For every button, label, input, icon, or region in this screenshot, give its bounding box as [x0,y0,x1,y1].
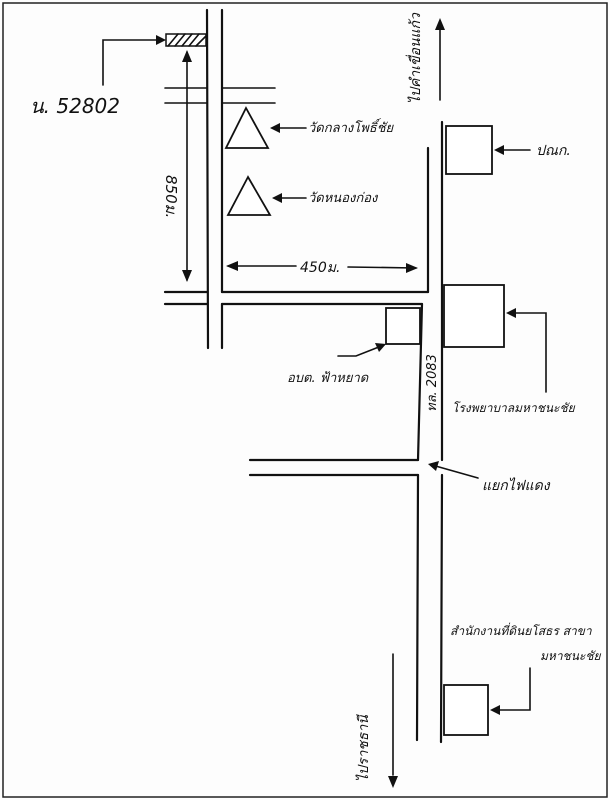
hospital-building [443,284,505,348]
temple-2-label: วัดหนองก่อง [308,191,379,206]
top-cross-road [164,87,276,104]
temple-1-triangle [224,106,270,149]
highway-2083 [415,120,444,744]
temple-2-arrow [272,193,307,203]
temple-1-label: วัดกลางโพธิ์ชัย [308,118,395,136]
north-arrow [435,18,445,101]
hospital-label: โรงพยาบาลมหาชนะชัย [452,401,576,415]
land-office-label: สำนักงานที่ดินยโสธร สาขา [450,622,593,638]
post-office-label: ปณก. [536,143,571,159]
left-vertical-road [205,8,224,350]
dimension-850m-label: 850ม. [162,175,180,218]
traffic-light-label: แยกไฟแดง [482,477,551,494]
land-office-label-2: มหาชนะชัย [540,649,601,663]
traffic-light-arrow [428,461,479,479]
horizontal-connector-road [163,290,430,306]
crossroad-traffic-light [248,458,420,477]
land-office-arrow [490,667,531,715]
plot-marker [165,33,207,47]
south-arrow [388,653,398,788]
temple-1-arrow [270,123,307,133]
post-office-building [445,125,493,175]
dimension-450m [226,261,418,273]
dimension-850m [182,50,192,282]
to-south-label: ไปราชธานี [355,714,372,782]
sao-office-arrow [337,343,386,357]
land-office-building [443,684,489,736]
highway-label: ทล. 2083 [425,354,440,412]
sao-office-label: อบต. ฟ้าหยาด [287,371,369,386]
plot-id-label: น. 52802 [30,94,120,118]
hospital-arrow [506,308,547,393]
dimension-450m-label: 450ม. [300,260,340,276]
temple-2-triangle [226,175,272,216]
to-north-label: ไปคำเขื่อนแก้ว [405,12,424,104]
post-office-arrow [494,145,531,155]
sao-office-building [385,307,421,345]
plot-pointer-arrow [102,35,166,86]
